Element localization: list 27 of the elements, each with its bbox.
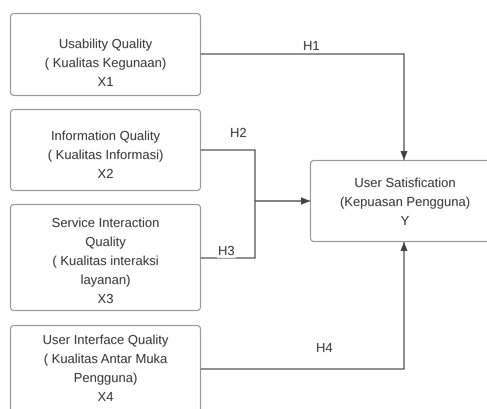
- variable-box: [10, 109, 201, 191]
- variable-translation: (Kepuasan Pengguna): [340, 193, 470, 211]
- variable-translation: ( Kualitas interaksi layanan): [51, 252, 160, 289]
- edge-label: H1: [302, 38, 321, 53]
- variable-box: [10, 204, 201, 311]
- variable-code: X4: [98, 388, 114, 406]
- arrow: [201, 197, 310, 259]
- variable-translation: ( Kualitas Kegunaan): [44, 54, 166, 72]
- variable-box: [10, 325, 201, 409]
- variable-name: User Satisfication: [354, 174, 456, 192]
- edge-label: H3: [217, 243, 236, 258]
- variable-box: [310, 160, 487, 242]
- arrow: [201, 53, 408, 160]
- variable-code: X1: [98, 73, 114, 91]
- variable-name: Service Interaction Quality: [50, 214, 160, 251]
- variable-translation: ( Kualitas Informasi): [48, 146, 164, 164]
- variable-name: Information Quality: [50, 127, 160, 145]
- edge-label: H4: [315, 340, 334, 355]
- edge-label: H2: [229, 125, 248, 140]
- variable-code: Y: [400, 212, 410, 230]
- variable-code: X3: [98, 290, 114, 308]
- arrow: [201, 242, 408, 370]
- variable-box: [10, 13, 201, 96]
- variable-name: Usability Quality: [58, 35, 152, 53]
- variable-code: X2: [98, 165, 114, 183]
- variable-translation: ( Kualitas Antar Muka Pengguna): [42, 350, 168, 387]
- variable-name: User Interface Quality: [42, 331, 168, 349]
